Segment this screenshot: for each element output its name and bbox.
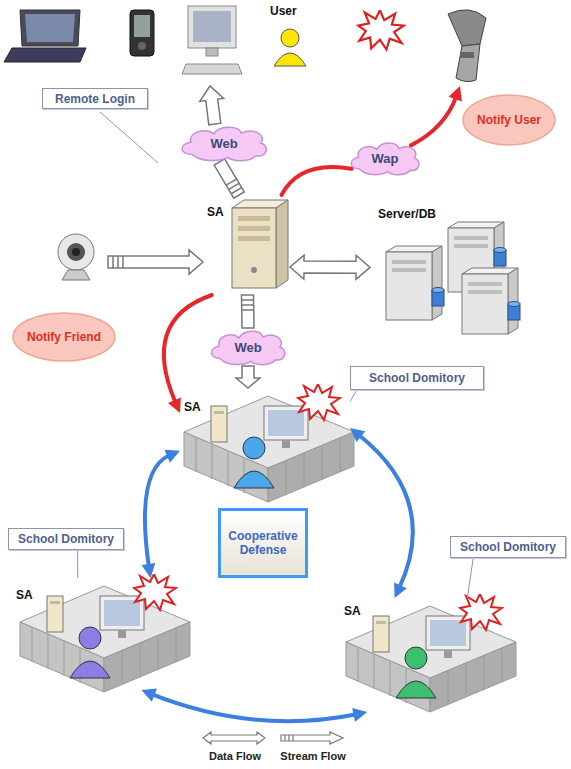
legend-item: Stream Flow: [274, 731, 352, 764]
node-label: Notify User: [477, 113, 541, 127]
notify-ellipse: Notify Friend: [12, 312, 116, 362]
label-box: School Domitory: [350, 366, 484, 390]
label-box: School Domitory: [8, 528, 124, 550]
label-box: Remote Login: [42, 88, 148, 109]
notify-arrow: [141, 689, 367, 722]
server-db: Server/DB: [370, 205, 532, 335]
dormitory: SA: [180, 388, 350, 502]
leader-line: [467, 558, 473, 598]
node-label: SA: [184, 400, 201, 414]
node-label: Cooperative Defense: [221, 529, 305, 557]
node-label: School Domitory: [460, 540, 556, 554]
node-label: Notify Friend: [27, 330, 101, 344]
network-cloud: Wap: [348, 140, 422, 176]
leader-line: [350, 390, 357, 402]
flow-arrow: [200, 86, 224, 125]
notify-arrow: [350, 428, 413, 598]
node-label: School Domitory: [369, 371, 465, 385]
flow-arrow: [236, 366, 260, 388]
node-label: Remote Login: [55, 92, 135, 106]
legend: Data Flow Stream Flow: [196, 731, 352, 764]
notify-arrow: [164, 295, 212, 413]
node-label: SA: [344, 604, 361, 618]
notify-arrow: [411, 86, 462, 145]
legend-item: Data Flow: [196, 731, 274, 764]
server-agent: SA: [205, 195, 290, 295]
network-cloud: Web: [208, 328, 288, 366]
network-cloud: Web: [178, 124, 270, 162]
flow-arrow: [290, 255, 370, 279]
node-label: User: [270, 4, 297, 18]
dormitory: SA: [340, 598, 522, 712]
node-label: Web: [234, 340, 261, 355]
node-label: Web: [210, 136, 237, 151]
notify-arrow: [282, 167, 352, 195]
node-label: Server/DB: [378, 207, 436, 221]
node-label: School Domitory: [18, 532, 114, 546]
leader-line: [77, 550, 78, 578]
legend-sample: [202, 731, 268, 746]
node-label: SA: [16, 588, 33, 602]
node-label: Wap: [372, 151, 399, 166]
node-label: SA: [207, 205, 224, 219]
label-box: School Domitory: [450, 536, 566, 558]
notify-arrow: [142, 450, 180, 578]
dormitory: SA: [14, 578, 196, 690]
flow-arrow: [242, 295, 255, 328]
notify-ellipse: Notify User: [462, 94, 556, 146]
user-devices: User: [0, 0, 500, 86]
flow-arrow: [214, 159, 244, 198]
legend-sample: [280, 731, 346, 746]
legend-label: Data Flow: [209, 750, 261, 762]
legend-label: Stream Flow: [280, 750, 345, 762]
defense-box: Cooperative Defense: [218, 508, 308, 578]
